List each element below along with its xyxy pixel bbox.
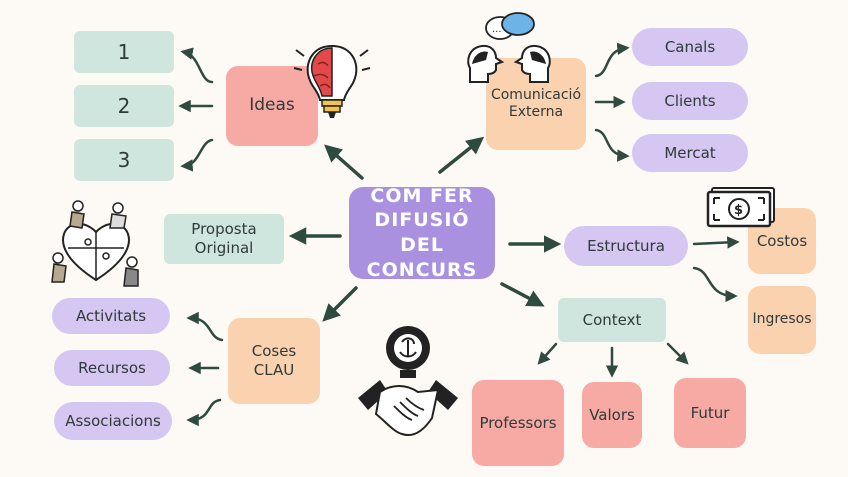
comunicacio-item-clients: Clients bbox=[632, 82, 748, 120]
arrow-est-costos bbox=[692, 236, 740, 249]
money-bill-icon: $ bbox=[706, 187, 775, 228]
estructura-node: Estructura bbox=[564, 226, 688, 266]
arrow-ideas-1 bbox=[180, 47, 214, 84]
comunicacio-item-mercat: Mercat bbox=[632, 134, 748, 172]
arrow-center-context bbox=[500, 282, 545, 307]
comunicacio-node: Comunicació Externa bbox=[486, 58, 586, 150]
arrow-ctx-professors bbox=[537, 342, 558, 365]
context-item-futur: Futur bbox=[674, 378, 746, 448]
ideas-item-1: 1 bbox=[74, 31, 174, 73]
arrow-center-comunicacio bbox=[438, 136, 485, 174]
handshake-icon bbox=[358, 326, 458, 436]
comunicacio-item-canals: Canals bbox=[632, 28, 748, 66]
coses-clau-node: Coses CLAU bbox=[228, 318, 320, 404]
speech-bubbles-heads-icon: ... bbox=[467, 12, 551, 83]
context-item-professors: Professors bbox=[472, 380, 564, 466]
svg-text:$: $ bbox=[734, 203, 743, 218]
arrow-coses-associacions bbox=[186, 398, 222, 427]
arrow-center-ideas bbox=[324, 144, 364, 180]
coses-item-associacions: Associacions bbox=[54, 402, 172, 440]
coses-item-activitats: Activitats bbox=[52, 298, 170, 334]
estructura-item-ingresos: Ingresos bbox=[748, 286, 816, 354]
proposta-node: Proposta Original bbox=[164, 214, 284, 264]
ideas-node: Ideas bbox=[226, 66, 318, 146]
arrow-com-canals bbox=[594, 42, 630, 78]
arrow-ideas-3 bbox=[180, 138, 214, 172]
arrow-center-coses bbox=[322, 286, 358, 322]
arrow-ctx-futur bbox=[666, 342, 689, 365]
arrow-com-mercat bbox=[594, 128, 630, 162]
arrow-est-ingresos bbox=[692, 266, 738, 303]
context-node: Context bbox=[558, 298, 666, 342]
ideas-item-3: 3 bbox=[74, 139, 174, 181]
center-node: COM FER DIFUSIÓ DEL CONCURS bbox=[349, 185, 495, 281]
lightbulb-brain-icon bbox=[293, 44, 371, 118]
svg-text:...: ... bbox=[492, 24, 502, 35]
ideas-item-2: 2 bbox=[74, 85, 174, 127]
heart-puzzle-people-icon bbox=[51, 200, 139, 287]
arrow-coses-activitats bbox=[186, 311, 224, 342]
coses-item-recursos: Recursos bbox=[54, 350, 170, 386]
context-item-valors: Valors bbox=[582, 382, 642, 448]
